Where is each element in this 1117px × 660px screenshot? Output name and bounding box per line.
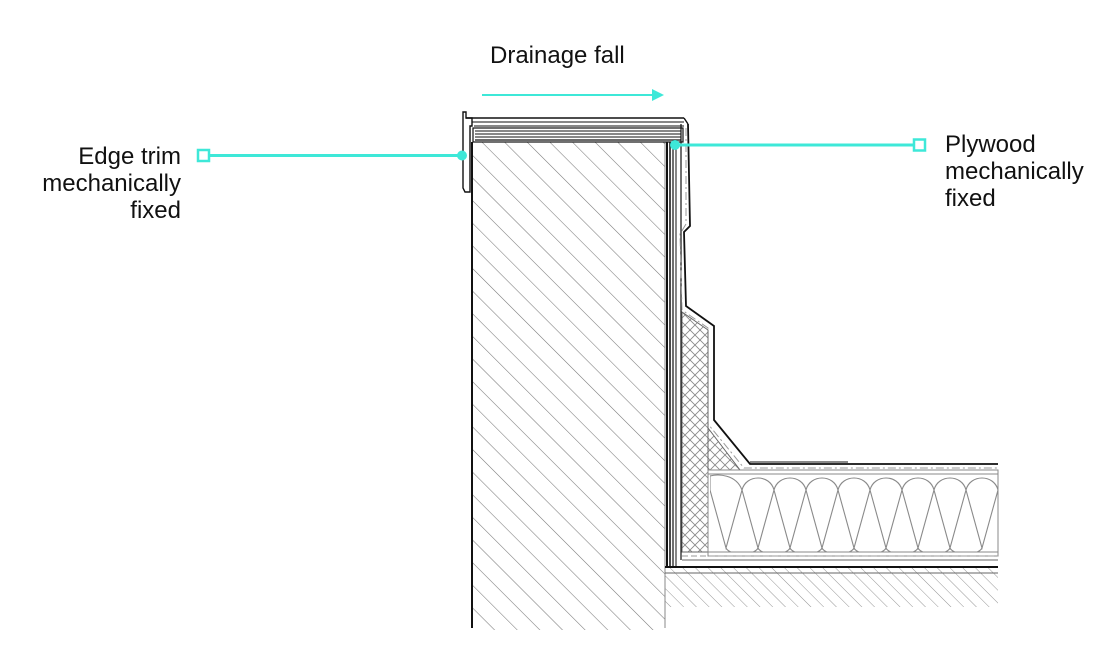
edge-trim-label-line: Edge trim <box>78 143 181 170</box>
roof-deck <box>665 566 998 607</box>
edge-trim-label-line: mechanically <box>42 170 181 197</box>
drainage-fall-label: Drainage fall <box>490 42 625 69</box>
plywood-callout-leader <box>670 138 927 152</box>
drainage-fall-arrow <box>482 89 664 101</box>
membrane-outline <box>679 123 998 469</box>
plywood-label: Plywood mechanically fixed <box>945 131 1084 212</box>
plywood-label-line: Plywood <box>945 131 1036 158</box>
edge-trim-callout-leader <box>196 148 467 163</box>
plywood-label-line: fixed <box>945 185 996 212</box>
upstand-insulation <box>681 311 742 553</box>
plywood-capping <box>472 127 684 143</box>
edge-trim <box>462 111 689 193</box>
vertical-membrane-layers <box>666 124 682 567</box>
plywood-label-line: mechanically <box>945 158 1084 185</box>
upstand-wall <box>471 140 666 630</box>
edge-trim-label: Edge trim mechanically fixed <box>42 143 181 224</box>
roof-insulation <box>682 469 999 561</box>
edge-trim-label-line: fixed <box>130 197 181 224</box>
